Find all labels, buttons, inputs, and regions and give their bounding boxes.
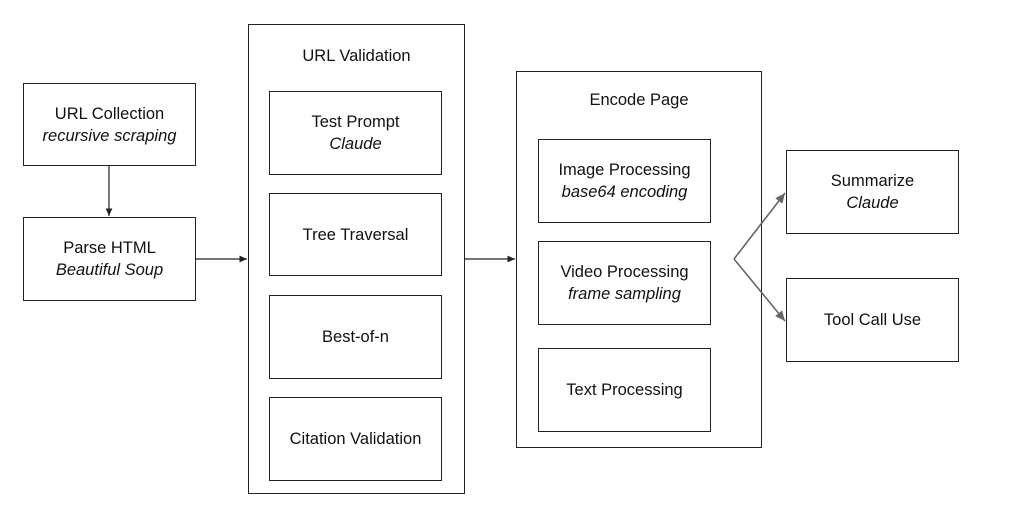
url-collection-title: URL Collection [54, 104, 165, 123]
encode-page-title: Encode Page [589, 91, 689, 109]
best-of-n-title: Best-of-n [322, 328, 389, 346]
citation-validation-title: Citation Validation [289, 430, 422, 448]
parse-html-subtitle: Beautiful Soup [55, 261, 164, 279]
url-collection-node: URL Collection recursive scraping [23, 83, 196, 166]
video-processing-subtitle: frame sampling [568, 285, 681, 303]
summarize-subtitle: Claude [846, 194, 899, 212]
tool-call-use-title: Tool Call Use [823, 311, 922, 329]
tree-traversal-node: Tree Traversal [269, 193, 442, 276]
url-collection-subtitle: recursive scraping [42, 126, 177, 145]
parse-html-title: Parse HTML [63, 239, 156, 257]
summarize-title: Summarize [830, 172, 915, 190]
tree-traversal-title: Tree Traversal [302, 225, 409, 244]
best-of-n-node: Best-of-n [269, 295, 442, 379]
test-prompt-node: Test Prompt Claude [269, 91, 442, 175]
video-processing-title: Video Processing [560, 263, 689, 281]
edge-encode-page-to-summarize [733, 192, 786, 260]
summarize-node: Summarize Claude [786, 150, 959, 234]
test-prompt-subtitle: Claude [329, 135, 382, 153]
text-processing-title: Text Processing [566, 381, 683, 399]
test-prompt-title: Test Prompt [311, 113, 400, 131]
image-processing-node: Image Processing base64 encoding [538, 139, 711, 223]
text-processing-node: Text Processing [538, 348, 711, 432]
image-processing-subtitle: base64 encoding [561, 183, 688, 201]
parse-html-node: Parse HTML Beautiful Soup [23, 217, 196, 301]
url-validation-title: URL Validation [302, 47, 411, 65]
video-processing-node: Video Processing frame sampling [538, 241, 711, 325]
image-processing-title: Image Processing [558, 161, 691, 179]
tool-call-use-node: Tool Call Use [786, 278, 959, 362]
edge-encode-page-to-tool-call-use [733, 258, 786, 322]
citation-validation-node: Citation Validation [269, 397, 442, 481]
